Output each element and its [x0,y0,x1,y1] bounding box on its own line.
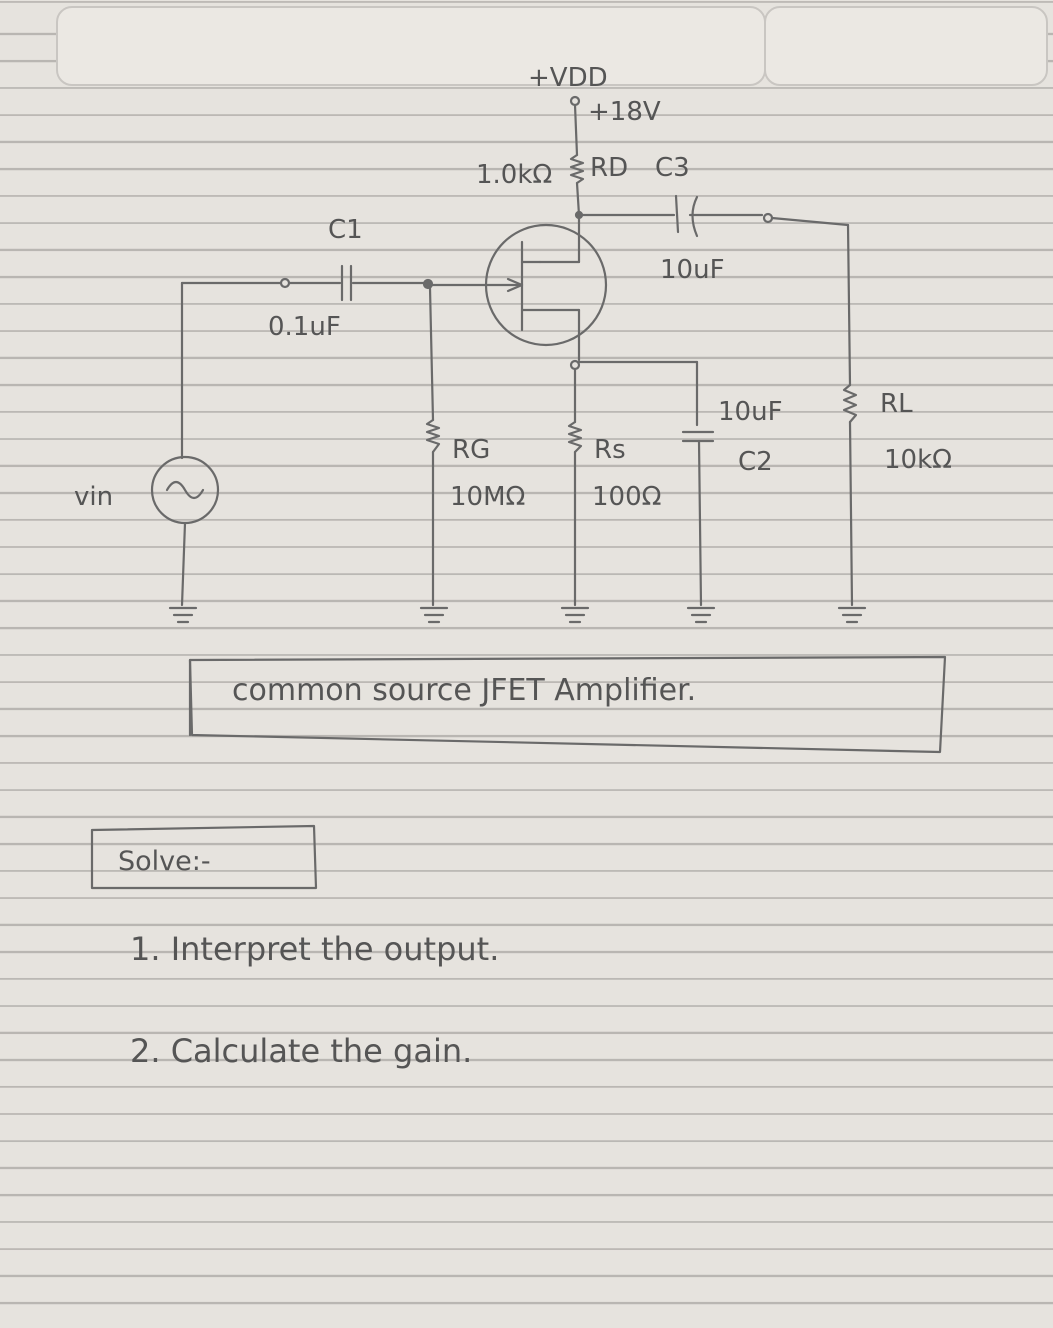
c3-value: 10uF [660,255,725,285]
source-node [569,359,699,427]
c3-capacitor [674,194,850,238]
header-box-right [764,6,1048,86]
solve-box [90,824,318,890]
rs-label: Rs [594,435,626,465]
rs-resistor [567,367,583,607]
rs-value: 100Ω [592,482,662,512]
question-2: 2. Calculate the gain. [130,1032,472,1070]
drain-wiring [538,181,676,264]
rd-label: RD [590,153,628,183]
c2-label: C2 [738,447,773,477]
c3-label: C3 [655,153,690,183]
solve-heading: Solve:- [118,846,211,877]
title-box [188,655,947,754]
supply-label: +VDD [528,63,608,93]
c2-capacitor [681,430,715,607]
rg-label: RG [452,435,490,465]
jfet-symbol [426,223,608,362]
vdd-terminal [569,95,581,157]
rl-value: 10kΩ [884,445,952,475]
header-box-left [56,6,766,86]
question-1: 1. Interpret the output. [130,930,499,968]
rl-label: RL [880,389,913,419]
rg-resistor [425,286,441,607]
rd-value: 1.0kΩ [476,160,552,190]
c1-capacitor [180,264,434,302]
vin-source [150,281,220,607]
vin-label: vin [74,482,113,512]
c1-value: 0.1uF [268,312,341,342]
supply-value: +18V [588,97,661,127]
c2-value: 10uF [718,397,783,427]
ground-symbols [168,606,867,624]
rd-resistor [569,153,585,185]
c1-label: C1 [328,215,363,245]
rl-resistor [842,223,858,607]
title-text: common source JFET Amplifier. [232,673,696,708]
rg-value: 10MΩ [450,482,525,512]
